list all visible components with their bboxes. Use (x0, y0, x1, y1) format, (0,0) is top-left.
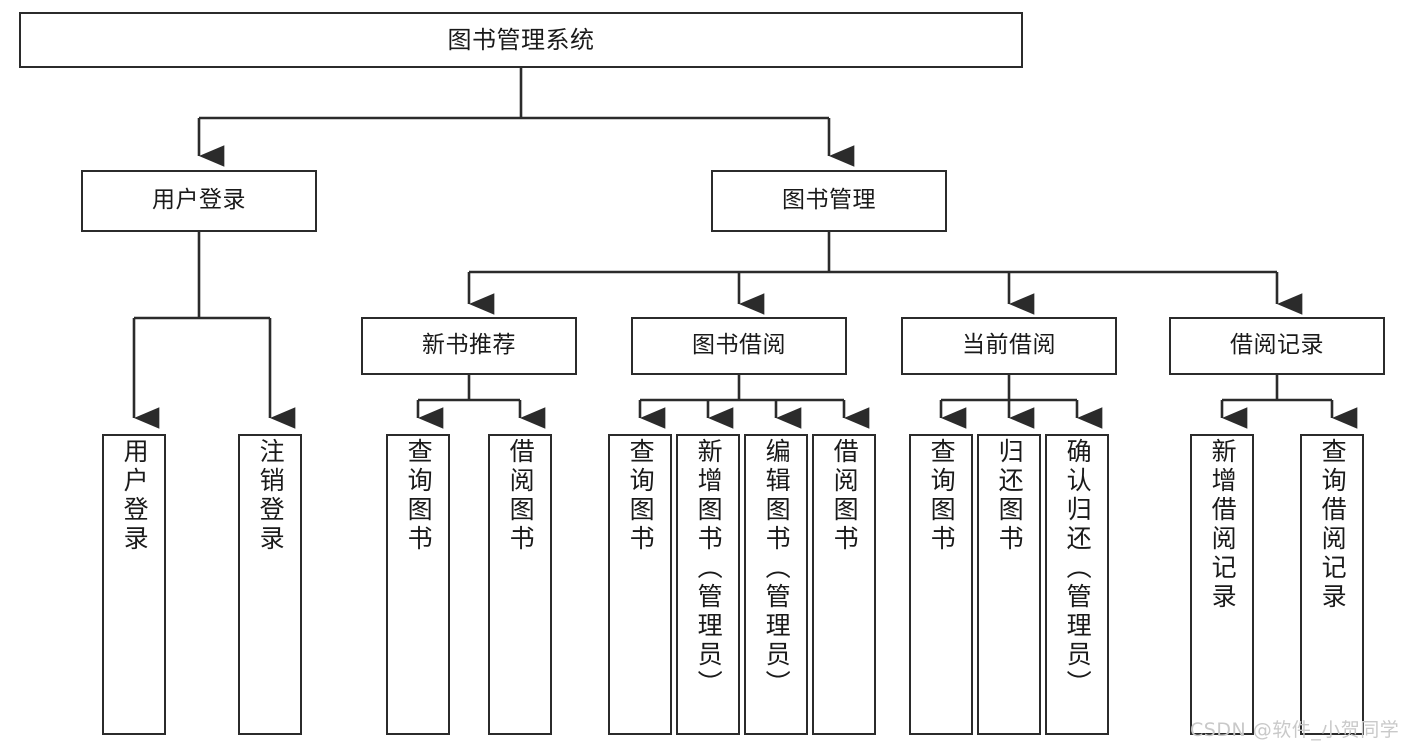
node-user-login[interactable]: 用户登录 (81, 170, 317, 232)
leaf-borrow-records-query-record[interactable]: 查询借阅记录 (1300, 434, 1364, 735)
leaf-current-borrow-query-books[interactable]: 查询图书 (909, 434, 973, 735)
node-label: 借阅图书 (830, 438, 860, 554)
leaf-current-borrow-confirm-return-admin[interactable]: 确认归还（管理员） (1045, 434, 1109, 735)
leaf-book-borrow-edit-book-admin[interactable]: 编辑图书（管理员） (744, 434, 808, 735)
csdn-watermark: CSDN @软件_小贺同学 (1190, 719, 1400, 741)
leaf-book-borrow-borrow-books[interactable]: 借阅图书 (812, 434, 876, 735)
leaf-new-book-query-books[interactable]: 查询图书 (386, 434, 450, 735)
leaf-user-login-logout[interactable]: 注销登录 (238, 434, 302, 735)
node-label: 注销登录 (256, 438, 286, 554)
leaf-new-book-borrow-books[interactable]: 借阅图书 (488, 434, 552, 735)
node-label: 查询图书 (404, 438, 434, 554)
node-label: 新增借阅记录 (1208, 438, 1238, 612)
leaf-user-login-login[interactable]: 用户登录 (102, 434, 166, 735)
node-label: 编辑图书（管理员） (762, 438, 792, 699)
node-label: 查询图书 (626, 438, 656, 554)
leaf-book-borrow-add-book-admin[interactable]: 新增图书（管理员） (676, 434, 740, 735)
node-label: 查询图书 (927, 438, 957, 554)
node-label: 当前借阅 (962, 332, 1056, 359)
node-new-book-recommend[interactable]: 新书推荐 (361, 317, 577, 375)
node-label: 用户登录 (152, 187, 246, 214)
node-label: 新增图书（管理员） (694, 438, 724, 699)
node-label: 新书推荐 (422, 332, 516, 359)
node-label: 确认归还（管理员） (1063, 438, 1093, 699)
node-label: 查询借阅记录 (1318, 438, 1348, 612)
node-borrow-records[interactable]: 借阅记录 (1169, 317, 1385, 375)
node-label: 图书管理系统 (447, 25, 595, 54)
leaf-borrow-records-add-record[interactable]: 新增借阅记录 (1190, 434, 1254, 735)
node-label: 借阅记录 (1230, 332, 1324, 359)
node-root-book-management-system[interactable]: 图书管理系统 (19, 12, 1023, 68)
node-book-borrow[interactable]: 图书借阅 (631, 317, 847, 375)
node-book-management[interactable]: 图书管理 (711, 170, 947, 232)
node-label: 用户登录 (120, 438, 150, 554)
node-label: 图书管理 (782, 187, 876, 214)
node-label: 归还图书 (995, 438, 1025, 554)
leaf-current-borrow-return-books[interactable]: 归还图书 (977, 434, 1041, 735)
leaf-book-borrow-query-books[interactable]: 查询图书 (608, 434, 672, 735)
node-current-borrow[interactable]: 当前借阅 (901, 317, 1117, 375)
node-label: 借阅图书 (506, 438, 536, 554)
node-label: 图书借阅 (692, 332, 786, 359)
